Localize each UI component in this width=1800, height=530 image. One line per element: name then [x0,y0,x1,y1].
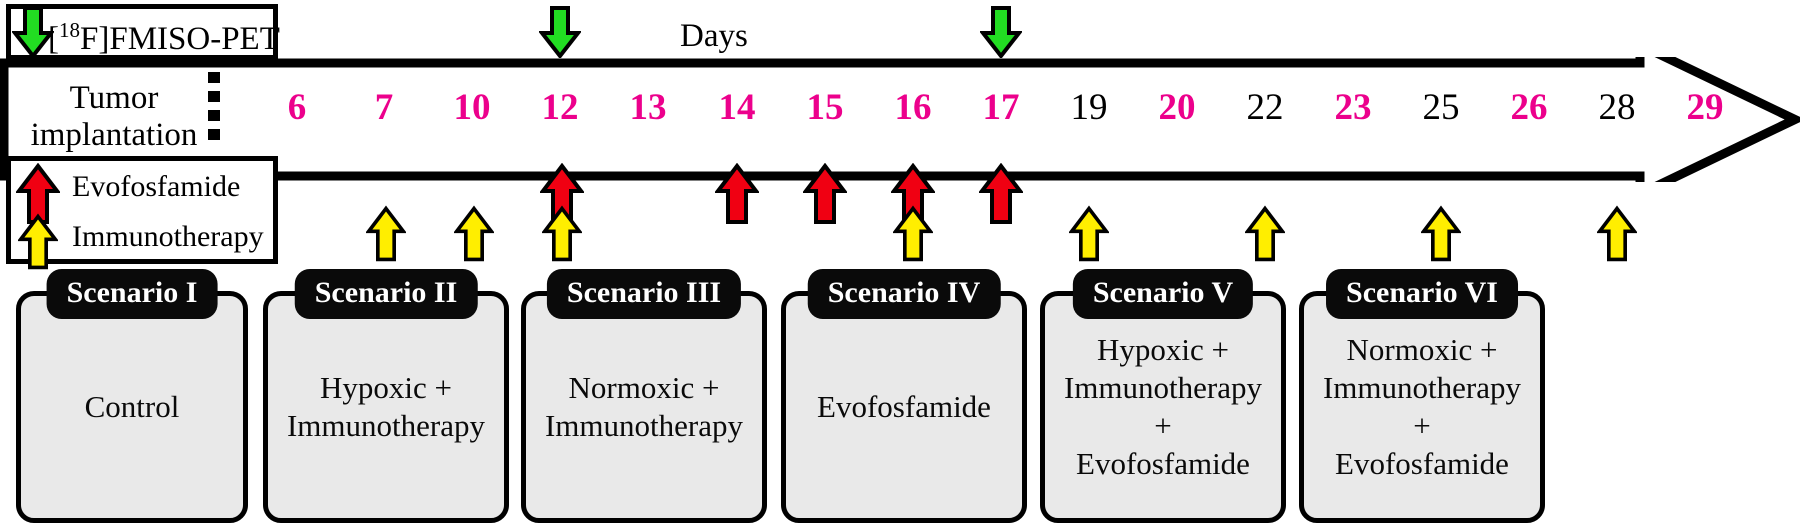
treatment-legend-box [6,156,278,264]
immunotherapy-arrow-day-13 [542,205,582,263]
evofosfamide-legend-label: Evofosfamide [72,170,241,203]
day-label-17: 17 [982,87,1020,128]
day-label-22: 22 [1246,87,1284,128]
day-label-15: 15 [806,87,844,128]
pet-legend-suffix: F]FMISO-PET [80,21,280,57]
scenario-description-3: Normoxic + Immunotherapy [544,370,743,443]
pet-isotope-superscript: 18 [59,18,80,42]
day-label-23: 23 [1334,87,1372,128]
scenario-body-6: Normoxic + Immunotherapy + Evofosfamide [1299,291,1545,523]
day-label-12: 12 [541,87,579,128]
day-label-25: 25 [1422,87,1460,128]
immunotherapy-arrow-day-16 [893,205,933,263]
pet-scan-arrow-day-legend [12,6,54,58]
day-label-16: 16 [894,87,932,128]
immunotherapy-arrow-day-7 [366,205,406,263]
scenario-body-5: Hypoxic + Immunotherapy + Evofosfamide [1040,291,1286,523]
day-label-28: 28 [1598,87,1636,128]
scenario-box-2[interactable]: Hypoxic + Immunotherapy Scenario II [263,269,509,523]
immunotherapy-arrow-day-22 [1245,205,1285,263]
immunotherapy-arrow-day-28 [1597,205,1637,263]
evofosfamide-arrow-day-15 [803,163,847,225]
scenario-box-1[interactable]: Control Scenario I [16,269,248,523]
scenario-box-5[interactable]: Hypoxic + Immunotherapy + Evofosfamide Sc… [1040,269,1286,523]
immunotherapy-arrow-day-19 [1069,205,1109,263]
scenario-body-2: Hypoxic + Immunotherapy [263,291,509,523]
day-label-13: 13 [629,87,667,128]
tumor-implantation-line2: implantation [30,117,198,153]
scenario-title-5: Scenario V [1072,269,1254,319]
evofosfamide-arrow-day-14 [715,163,759,225]
scenario-box-6[interactable]: Normoxic + Immunotherapy + Evofosfamide S… [1299,269,1545,523]
scenario-body-4: Evofosfamide [781,291,1027,523]
day-label-6: 6 [287,87,307,128]
dotted-divider [208,72,220,140]
day-label-14: 14 [718,87,756,128]
scenario-title-4: Scenario IV [807,269,1001,319]
tumor-implantation-label: Tumor implantation [14,80,214,154]
pet-scan-arrow-day-12 [539,6,581,58]
immunotherapy-arrow-day-10 [454,205,494,263]
scenario-description-5: Hypoxic + Immunotherapy + Evofosfamide [1063,332,1262,481]
scenario-title-2: Scenario II [294,269,478,319]
scenario-box-4[interactable]: Evofosfamide Scenario IV [781,269,1027,523]
evofosfamide-arrow-day-17 [979,163,1023,225]
day-label-20: 20 [1158,87,1196,128]
day-label-26: 26 [1510,87,1548,128]
day-label-7: 7 [374,87,394,128]
scenario-body-3: Normoxic + Immunotherapy [521,291,767,523]
day-label-19: 19 [1070,87,1108,128]
tumor-implantation-line1: Tumor [69,80,159,116]
pet-scan-arrow-day-17 [980,6,1022,58]
scenario-box-3[interactable]: Normoxic + Immunotherapy Scenario III [521,269,767,523]
immunotherapy-legend-label: Immunotherapy [72,220,264,253]
scenario-description-1: Control [84,389,180,424]
day-label-10: 10 [453,87,491,128]
scenario-title-1: Scenario I [46,269,218,319]
days-title: Days [680,18,748,54]
immunotherapy-arrow-day-25 [1421,205,1461,263]
scenario-description-6: Normoxic + Immunotherapy + Evofosfamide [1322,332,1521,481]
scenario-description-2: Hypoxic + Immunotherapy [286,370,485,443]
day-label-29: 29 [1686,87,1724,128]
immunotherapy-arrow-day-legend [18,213,58,271]
scenario-description-4: Evofosfamide [817,389,991,424]
scenario-body-1: Control [16,291,248,523]
pet-legend-label: [18F]FMISO-PET [48,18,280,57]
scenario-title-3: Scenario III [546,269,742,319]
scenario-title-6: Scenario VI [1326,269,1518,319]
